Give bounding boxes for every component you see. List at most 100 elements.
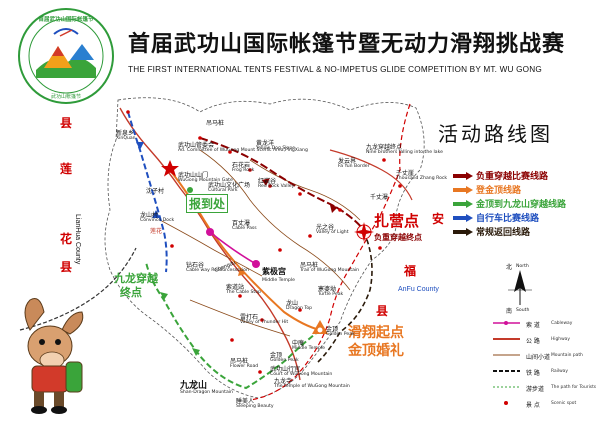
- place-longshan-en: Dragon Top: [286, 306, 313, 311]
- place-guangzhi: 光之谷: [316, 224, 335, 231]
- legend-arrow-return: [453, 228, 473, 236]
- key-mountain-path-zh: 山间小道: [526, 354, 551, 361]
- place-xinquan-en: XinQuan: [116, 136, 136, 141]
- key-cableway-zh: 索 道: [526, 322, 540, 329]
- donkey-mascot: [24, 298, 84, 414]
- place-jiulongshan: 九龙山: [180, 381, 208, 391]
- place-golden-peak-en: Golden Peak: [326, 332, 355, 337]
- place-cable-stop-en: The Cable Stop: [226, 290, 261, 295]
- route-return: [317, 231, 373, 363]
- place-huanglong: 黄龙洋: [256, 140, 275, 147]
- legend-bike-route: 自行车比赛线路: [476, 214, 540, 224]
- anfu-county-char-1: 安: [432, 212, 445, 226]
- camp-icon: [354, 222, 374, 242]
- legend-arrow-summit: [453, 186, 473, 194]
- place-zhongan-en: Middle Temple: [292, 346, 325, 351]
- key-cableway-en: Cableway: [551, 321, 573, 326]
- place-court-en: Court of WuGong Mountain: [270, 372, 333, 377]
- festival-title-zh: 首届武功山国际帐篷节暨无动力滑翔挑战赛: [128, 32, 566, 57]
- place-sleeping-beauty-en: Sleeping Beauty: [236, 404, 274, 409]
- place-baizhang: 百丈瀑: [232, 220, 251, 227]
- place-ziji-palace-en: Middle Temple: [262, 278, 295, 283]
- legend-arrow-bike: [453, 214, 473, 222]
- place-jiulongshan-en: Shan-Dragon Mountain: [180, 390, 233, 395]
- north-label-en: North: [516, 264, 529, 269]
- place-flower-road: 吊马桩: [230, 358, 249, 365]
- place-nine-brothers-en: Nine brothers falling into the lake: [366, 150, 443, 155]
- lianhua-county-char-1: 县: [60, 116, 73, 130]
- legend-arrow-traverse: [453, 200, 473, 208]
- anfu-county-char-3: 县: [376, 304, 389, 318]
- svg-text:武功山帐篷节: 武功山帐篷节: [51, 93, 81, 100]
- place-leidashi: 雷打石: [240, 314, 259, 321]
- festival-title-en: THE FIRST INTERNATIONAL TENTS FESTIVAL &…: [128, 65, 542, 74]
- key-railway-en: Railway: [551, 369, 568, 374]
- place-admin-committee: 武功山管委会: [178, 142, 215, 149]
- legend-traverse-route: 金顶到九龙山穿越线路: [476, 200, 567, 210]
- place-nine-brothers: 九龙穿越终点: [366, 144, 403, 151]
- load-finish-label: 负重穿越终点: [374, 233, 422, 242]
- lianhua-county-char-2: 莲: [60, 162, 73, 176]
- key-scenic-spot-zh: 景 点: [526, 402, 540, 409]
- place-huanglong-en: Yellow Dog Slope: [256, 146, 296, 151]
- place-shihua: 石花岩: [232, 162, 251, 169]
- place-fayun: 发云界: [338, 158, 357, 165]
- place-mountain-gate-en: WuGong Mountain Gate: [178, 178, 233, 183]
- place-baizhang-en: Cable Pass: [232, 226, 257, 231]
- glide-start-label: 滑翔起点: [348, 325, 404, 341]
- place-golden-peak: 金顶: [326, 326, 339, 333]
- place-hanpo: 寒婆坳: [318, 286, 337, 293]
- place-jinding-2: 金顶: [270, 352, 283, 359]
- festival-logo: 首届武功山国际帐篷节 武功山帐篷节: [18, 8, 114, 104]
- place-court: 武功山行宫: [270, 366, 301, 373]
- anfu-county-en: AnFu County: [398, 286, 439, 293]
- legend-summit-route: 登金顶线路: [476, 186, 522, 196]
- legend-return-route: 常规返回线路: [476, 228, 531, 238]
- place-cable-stop: 索道站: [226, 284, 245, 291]
- lianhua-county-en: LianHua County: [74, 214, 81, 265]
- place-shenzi: 沈子村: [146, 188, 165, 195]
- place-admin-committee-en: Ad. Committee of WuGong Mount Scenic Are…: [178, 148, 308, 153]
- route-load-race: [199, 137, 365, 231]
- anfu-county-char-2: 福: [404, 264, 417, 278]
- key-highway-zh: 公 路: [526, 338, 540, 345]
- place-diaomazhuang-2: 吊马桩: [300, 262, 319, 269]
- south-label-en: South: [516, 308, 530, 313]
- place-jiulong-temple-en: The temple of WuGong Mountain: [274, 384, 350, 389]
- county-border: [249, 103, 411, 401]
- key-railway-zh: 铁 路: [526, 370, 540, 377]
- north-label-zh: 北: [506, 264, 513, 271]
- highway-east: [329, 149, 413, 201]
- place-leidashi-en: Valley of Thunder Hit: [240, 320, 289, 325]
- road-label-lianhua: 莲花: [150, 228, 163, 235]
- route-traverse: [145, 261, 321, 390]
- place-zhongan: 中庵: [292, 340, 305, 347]
- place-fayun-en: Fa Yun Border: [338, 164, 370, 169]
- lianhua-county-char-4: 县: [60, 260, 73, 274]
- place-longshan-village: 龙山村: [140, 212, 159, 219]
- south-label-zh: 南: [506, 308, 513, 315]
- place-cultural-park-en: Cultural Park: [208, 188, 238, 193]
- place-trail-en: Trail of WuGong Mountain: [300, 268, 360, 273]
- place-cultural-park: 武功山文化广场: [208, 182, 251, 189]
- key-tourist-path-en: The path for Tourists: [551, 385, 597, 390]
- start-star-icon: [161, 160, 179, 177]
- map-key-symbols: [493, 321, 520, 405]
- place-shihua-en: Frog Rock: [232, 168, 255, 173]
- camp-label: 扎营点: [374, 212, 420, 230]
- route-bike: [127, 111, 168, 273]
- summit-icon: [312, 320, 328, 334]
- place-hanpo-en: Turtle Peak: [318, 292, 344, 297]
- summit-wedding-label: 金顶婚礼: [348, 343, 404, 359]
- jiulong-finish-label-1: 九龙穿越: [114, 272, 158, 285]
- place-jiulong-temple: 九龙寺: [274, 378, 293, 385]
- place-xinquan: 新泉乡: [116, 130, 135, 137]
- key-scenic-spot-en: Scenic spot: [551, 401, 577, 406]
- route-map-title: 活动路线图: [438, 122, 553, 146]
- place-ziji-palace: 紫极宫: [262, 267, 286, 276]
- legend-arrow-load: [453, 172, 473, 180]
- place-qianzhang-falls: 千丈瀑: [370, 194, 389, 201]
- place-hongyan-en: Red Rock Valley: [258, 184, 295, 189]
- svg-text:首届武功山国际帐篷节: 首届武功山国际帐篷节: [38, 15, 94, 23]
